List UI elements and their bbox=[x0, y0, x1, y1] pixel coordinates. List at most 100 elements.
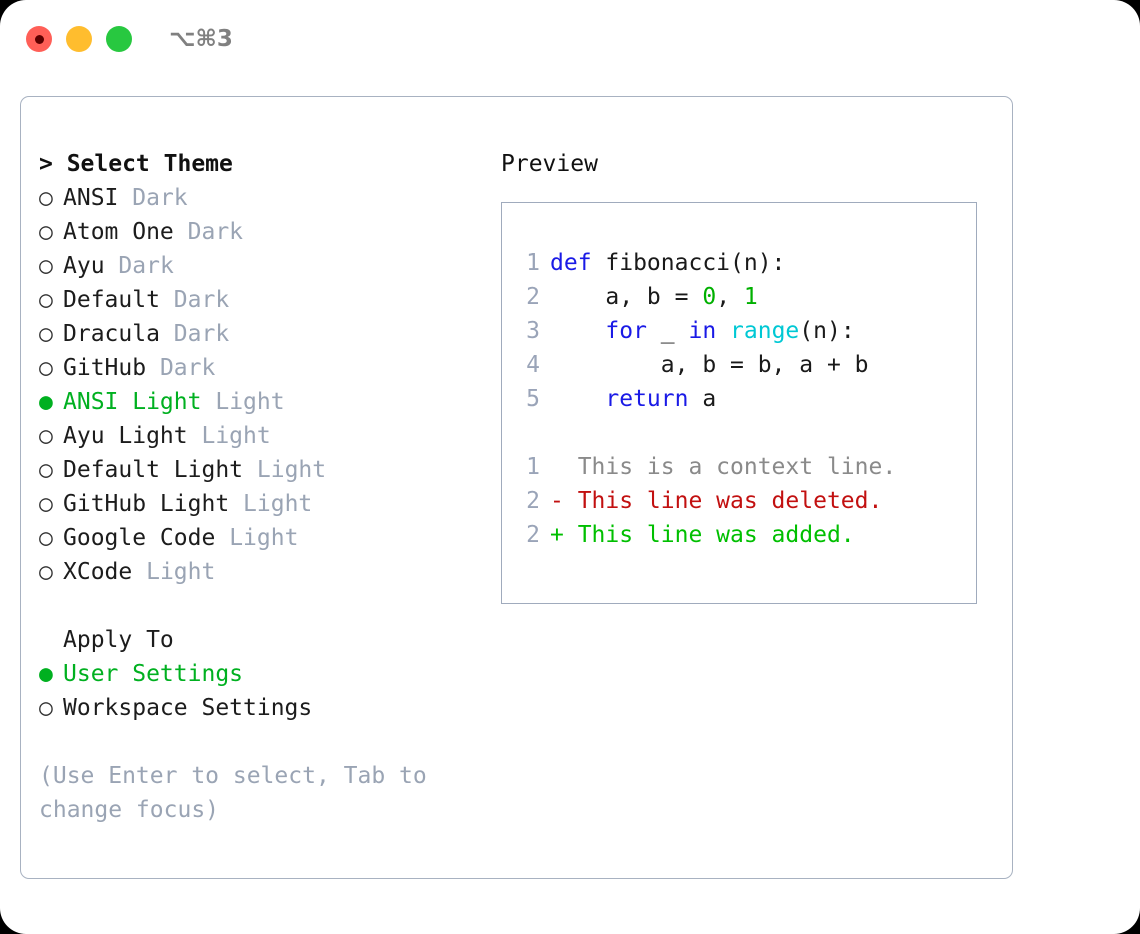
code-line-number: 2 bbox=[526, 284, 540, 310]
code-token: a, b = b, a + b bbox=[550, 352, 869, 378]
spacer bbox=[174, 219, 188, 245]
radio-unselected-icon: ○ bbox=[39, 287, 53, 313]
theme-list-item[interactable]: ○ Default Light Light bbox=[39, 453, 489, 487]
spacer bbox=[229, 491, 243, 517]
apply-to-label: Apply To bbox=[63, 627, 174, 653]
spacer bbox=[243, 457, 257, 483]
theme-list-item[interactable]: ○XCode Light bbox=[39, 555, 489, 589]
apply-to-option[interactable]: ○ Workspace Settings bbox=[39, 691, 489, 725]
radio-unselected-icon: ○ bbox=[39, 253, 53, 279]
spacer bbox=[188, 423, 202, 449]
theme-item-kind: Dark bbox=[187, 219, 244, 245]
theme-list-item[interactable]: ○ GitHub Dark bbox=[39, 351, 489, 385]
theme-item-name: Atom One bbox=[63, 219, 174, 245]
diff-block: 1 This is a context line.2- This line wa… bbox=[514, 450, 972, 552]
spacer bbox=[105, 253, 119, 279]
theme-item-kind: Light bbox=[243, 491, 313, 517]
diff-line-text: + This line was added. bbox=[550, 522, 855, 548]
theme-item-kind: Light bbox=[256, 457, 327, 483]
theme-item-name: Default Light bbox=[63, 457, 244, 483]
code-token bbox=[550, 318, 605, 344]
theme-item-kind: Dark bbox=[173, 287, 230, 313]
spacer bbox=[118, 185, 132, 211]
code-token: a, b = bbox=[550, 284, 703, 310]
maximize-button-icon[interactable] bbox=[106, 26, 132, 52]
code-token: range bbox=[730, 318, 800, 344]
theme-item-kind: Light bbox=[201, 423, 271, 449]
spacer bbox=[146, 355, 160, 381]
theme-item-name: ANSI Light bbox=[63, 389, 202, 415]
theme-list-item[interactable]: ○ GitHub Light Light bbox=[39, 487, 489, 521]
preview-title: Preview bbox=[501, 151, 598, 177]
radio-unselected-icon: ○ bbox=[39, 355, 53, 381]
theme-item-name: ANSI bbox=[63, 185, 119, 211]
radio-unselected-icon: ○ bbox=[39, 457, 53, 483]
theme-item-kind: Dark bbox=[118, 253, 174, 279]
code-line: 2 a, b = 0, 1 bbox=[514, 280, 972, 314]
theme-list: ○ANSI Dark○Atom One Dark○Ayu Dark○Defaul… bbox=[39, 181, 489, 589]
code-token: for bbox=[605, 318, 647, 344]
theme-item-name: XCode bbox=[63, 559, 133, 585]
code-token: in bbox=[688, 318, 717, 344]
code-token: (n): bbox=[799, 318, 855, 344]
keyboard-hint-text: (Use Enter to select, Tab to change focu… bbox=[39, 763, 427, 823]
diff-line-number: 2 bbox=[526, 488, 540, 514]
diff-line: 1 This is a context line. bbox=[514, 450, 972, 484]
code-token: _ bbox=[646, 318, 689, 344]
theme-picker-column: > Select Theme ○ANSI Dark○Atom One Dark○… bbox=[39, 147, 489, 827]
theme-list-header: > Select Theme bbox=[39, 151, 233, 177]
theme-item-name: GitHub bbox=[63, 355, 147, 381]
theme-list-item[interactable]: ○Google Code Light bbox=[39, 521, 489, 555]
diff-line: 2- This line was deleted. bbox=[514, 484, 972, 518]
spacer bbox=[201, 389, 215, 415]
apply-to-option-label: Workspace Settings bbox=[63, 695, 313, 721]
minimize-button-icon[interactable] bbox=[66, 26, 92, 52]
apply-to-option[interactable]: ●User Settings bbox=[39, 657, 489, 691]
theme-item-kind: Dark bbox=[132, 185, 188, 211]
apply-to-list: ●User Settings ○ Workspace Settings bbox=[39, 657, 489, 725]
radio-unselected-icon: ○ bbox=[39, 695, 53, 721]
radio-unselected-icon: ○ bbox=[39, 525, 53, 551]
theme-list-item[interactable]: ○ Default Dark bbox=[39, 283, 489, 317]
code-token: def bbox=[550, 250, 592, 276]
section-spacer bbox=[39, 589, 489, 623]
diff-line: 2+ This line was added. bbox=[514, 518, 972, 552]
radio-unselected-icon: ○ bbox=[39, 219, 53, 245]
theme-item-name: Ayu Light bbox=[63, 423, 188, 449]
theme-item-name: GitHub Light bbox=[63, 491, 230, 517]
spacer bbox=[160, 287, 174, 313]
radio-selected-icon: ● bbox=[39, 661, 53, 687]
theme-item-kind: Light bbox=[215, 389, 285, 415]
radio-unselected-icon: ○ bbox=[39, 423, 53, 449]
diff-line-text: This is a context line. bbox=[550, 454, 897, 480]
theme-item-kind: Dark bbox=[159, 355, 216, 381]
close-button-icon[interactable] bbox=[26, 26, 52, 52]
theme-item-name: Google Code bbox=[63, 525, 216, 551]
radio-selected-icon: ● bbox=[39, 389, 53, 415]
spacer bbox=[160, 321, 174, 347]
theme-item-kind: Light bbox=[146, 559, 216, 585]
theme-list-item[interactable]: ○ Ayu Light Light bbox=[39, 419, 489, 453]
code-line-number: 4 bbox=[526, 352, 540, 378]
spacer bbox=[215, 525, 229, 551]
code-line-number: 1 bbox=[526, 250, 540, 276]
radio-unselected-icon: ○ bbox=[39, 321, 53, 347]
theme-list-item[interactable]: ● ANSI Light Light bbox=[39, 385, 489, 419]
theme-list-item[interactable]: ○Ayu Dark bbox=[39, 249, 489, 283]
theme-item-name: Default bbox=[63, 287, 160, 313]
radio-unselected-icon: ○ bbox=[39, 491, 53, 517]
keyboard-shortcut-label: ⌥⌘3 bbox=[169, 26, 233, 52]
theme-list-item[interactable]: ○ Atom One Dark bbox=[39, 215, 489, 249]
code-token: a bbox=[688, 386, 717, 412]
theme-list-item[interactable]: ○ANSI Dark bbox=[39, 181, 489, 215]
code-token bbox=[550, 386, 605, 412]
diff-line-number: 1 bbox=[526, 454, 540, 480]
code-token: 1 bbox=[743, 284, 758, 310]
theme-list-item[interactable]: ○Dracula Dark bbox=[39, 317, 489, 351]
